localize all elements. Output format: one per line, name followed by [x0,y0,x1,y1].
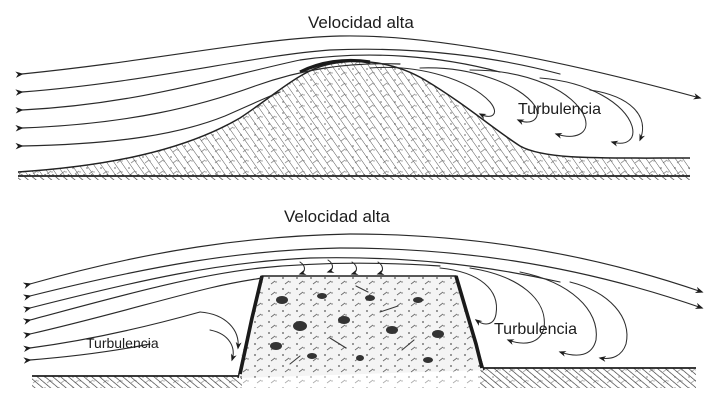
bottom-mesa-top-swirls [300,260,383,274]
bottom-left-turbulence-eddies [200,312,238,360]
bottom-mesa [238,276,484,378]
bottom-right-turbulence-label: Turbulencia [494,321,577,338]
top-high-velocity-label: Velocidad alta [308,13,414,32]
eddy [570,282,627,358]
bottom-left-turbulence-label: Turbulencia [86,335,159,351]
eddy [300,262,305,274]
eddy [520,272,596,355]
eddy [210,330,233,360]
bottom-high-velocity-label: Velocidad alta [284,207,390,226]
bottom-panel: Velocidad alta [30,207,702,388]
eddy [200,312,238,348]
top-turbulence-label: Turbulencia [518,101,601,118]
top-panel: Velocidad alta Turbulencia [18,13,700,180]
eddy [328,260,333,272]
